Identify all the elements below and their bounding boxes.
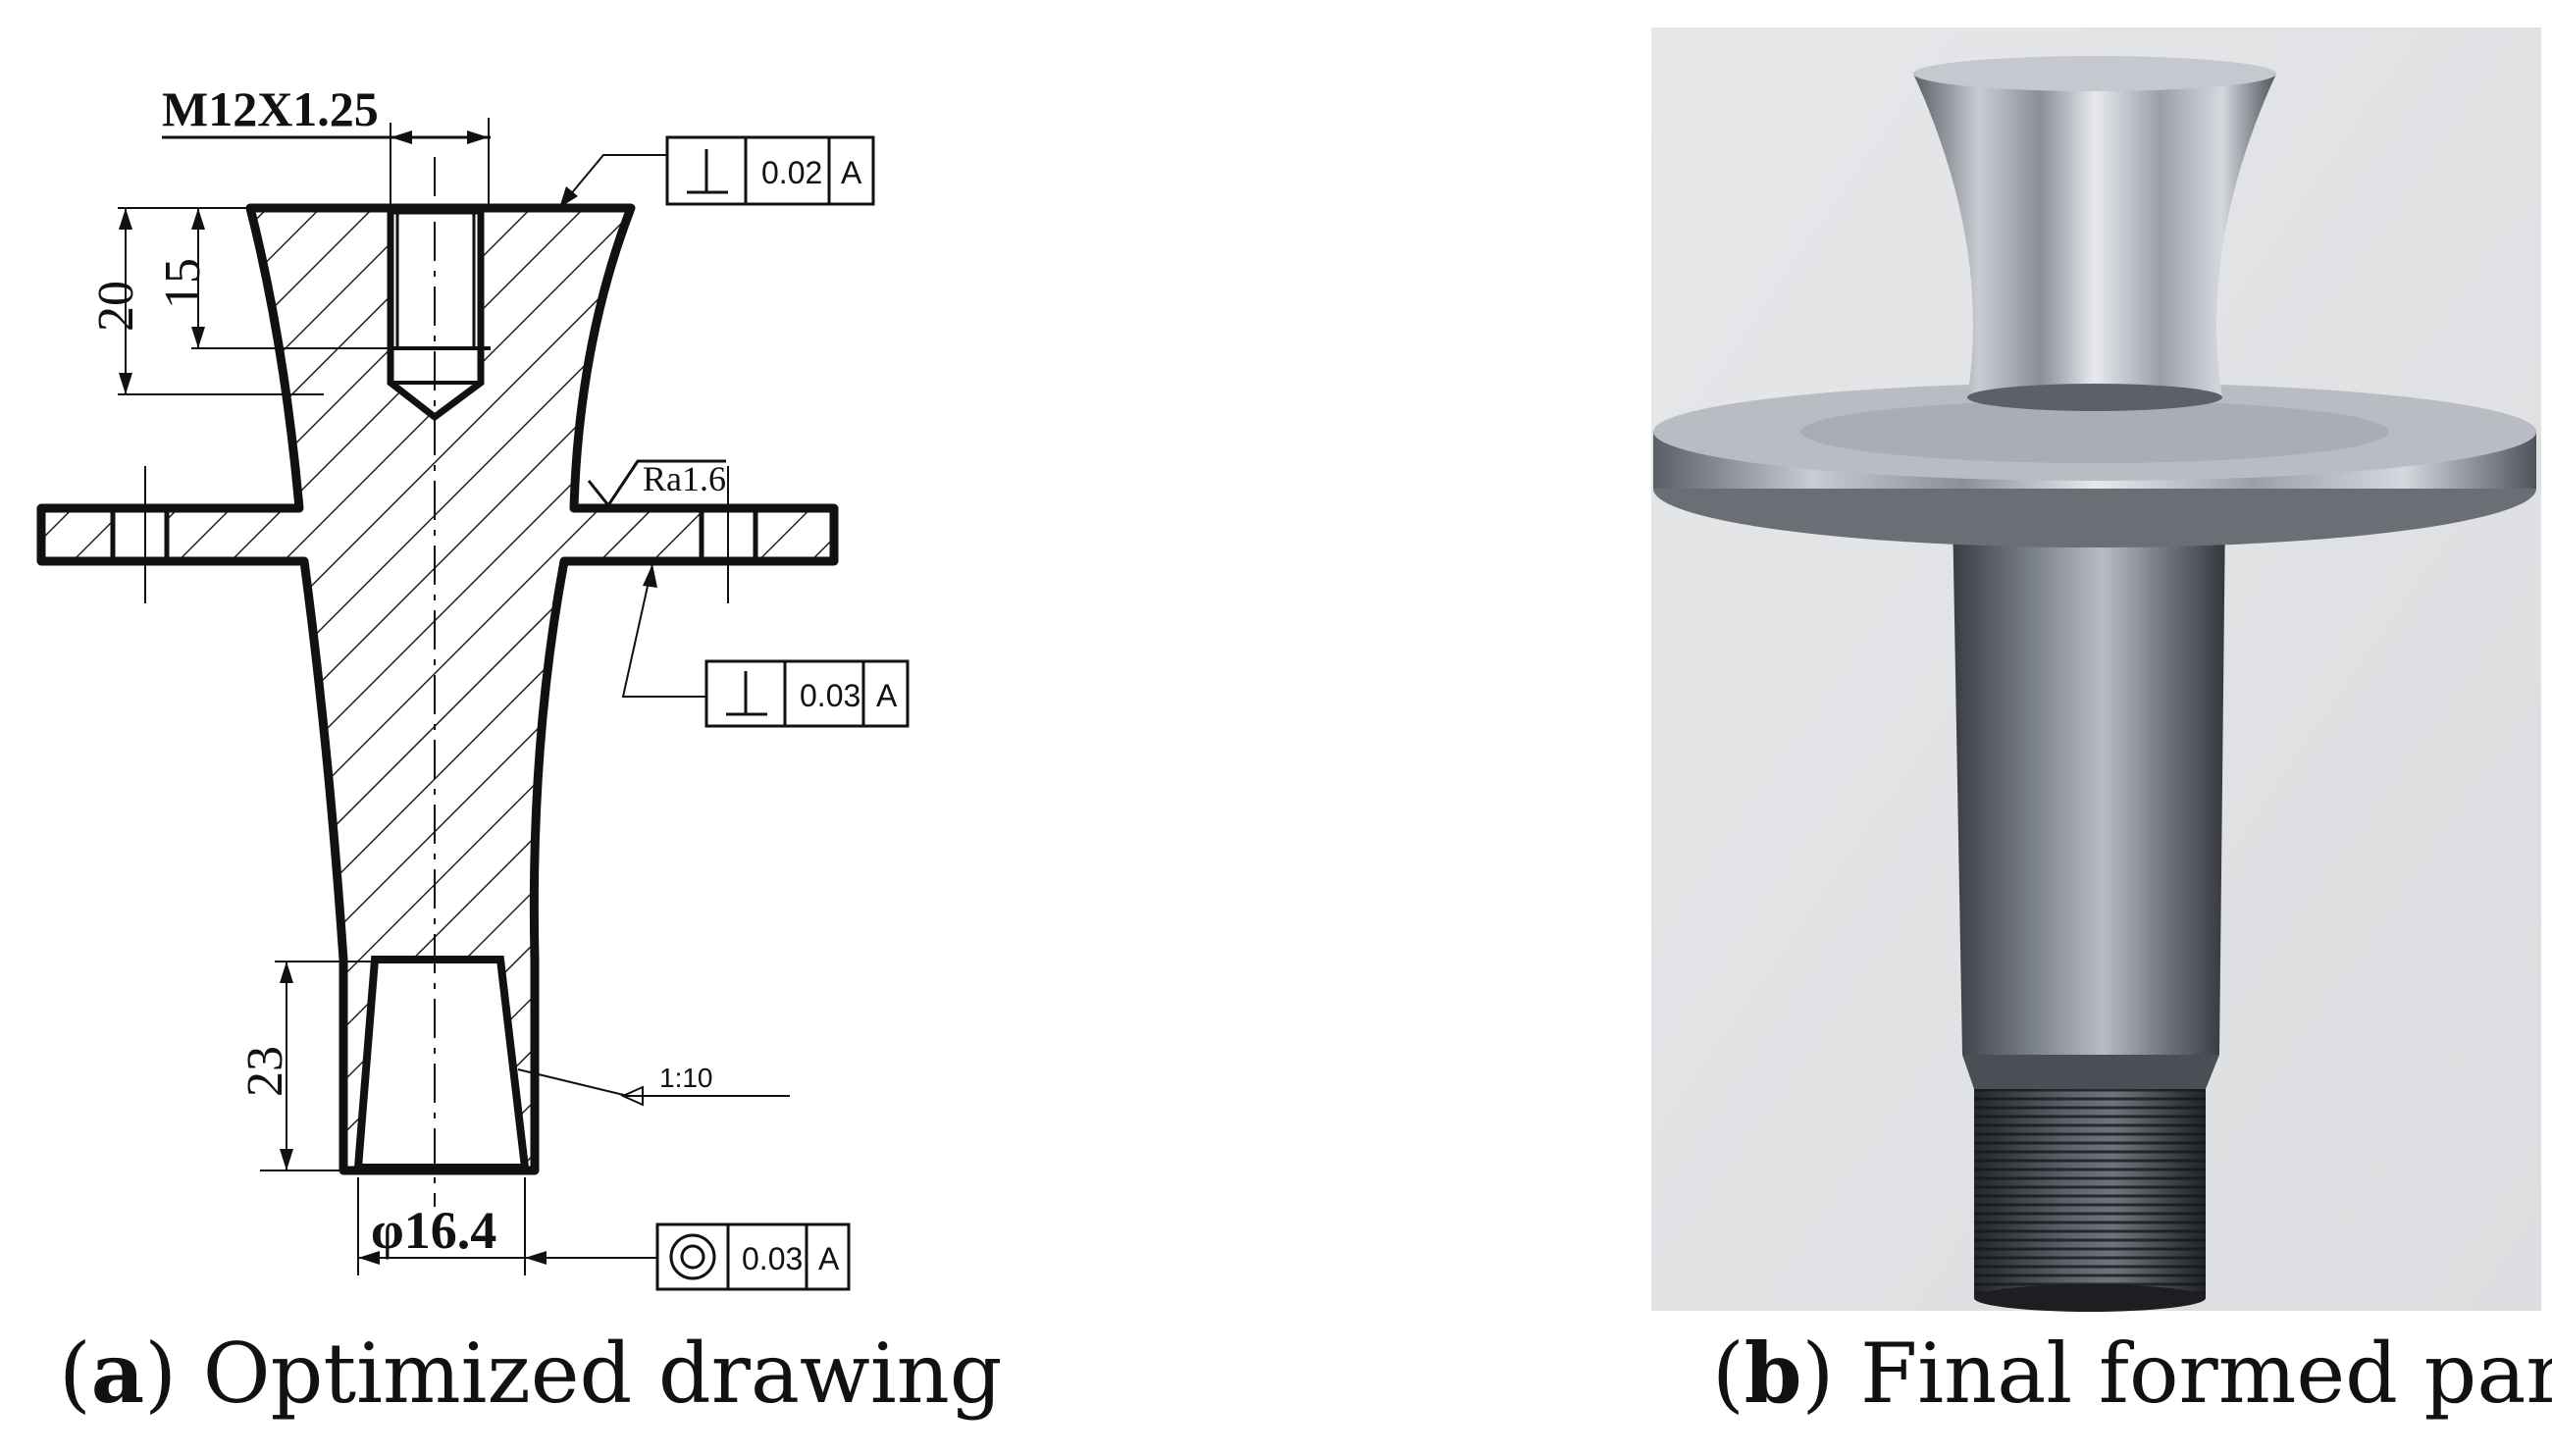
caption-b: (b) Final formed part xyxy=(1712,1325,2552,1422)
tolerance-frame-concentricity: 0.03 A xyxy=(655,1222,851,1291)
concentricity-icon xyxy=(669,1233,716,1280)
upper-cone xyxy=(1913,59,2276,397)
taper-ratio: 1:10 xyxy=(659,1063,713,1093)
roughness-symbol: Ra1.6 xyxy=(587,459,726,508)
depth-15: 15 xyxy=(155,258,211,309)
perpendicularity-icon xyxy=(687,149,728,194)
svg-text:Ra1.6: Ra1.6 xyxy=(643,459,726,498)
depth-23: 23 xyxy=(237,1046,293,1097)
lower-shaft xyxy=(1953,510,2225,1055)
tol-value-1: 0.02 xyxy=(761,155,822,190)
diameter: φ16.4 xyxy=(371,1201,496,1260)
thread-spec: M12X1.25 xyxy=(162,81,379,136)
part-section xyxy=(36,203,839,1175)
tolerance-frame-perp-2: 0.03 A xyxy=(704,659,910,728)
tol-datum-1: A xyxy=(841,155,862,190)
depth-20: 20 xyxy=(88,281,144,332)
technical-drawing: M12X1.25 20 15 0.02 A Ra1. xyxy=(36,81,910,1291)
tol-datum-3: A xyxy=(818,1241,840,1276)
tapered-bore xyxy=(353,956,530,1171)
flange-hole-left xyxy=(110,507,170,562)
tol-datum-2: A xyxy=(876,678,898,713)
tolerance-frame-perp-1: 0.02 A xyxy=(665,135,875,206)
tol-value-3: 0.03 xyxy=(742,1241,803,1276)
part-photo xyxy=(1651,27,2541,1312)
tol-value-2: 0.03 xyxy=(800,678,860,713)
caption-a: (a) Optimized drawing xyxy=(59,1325,1003,1422)
perpendicularity-icon xyxy=(726,671,767,716)
